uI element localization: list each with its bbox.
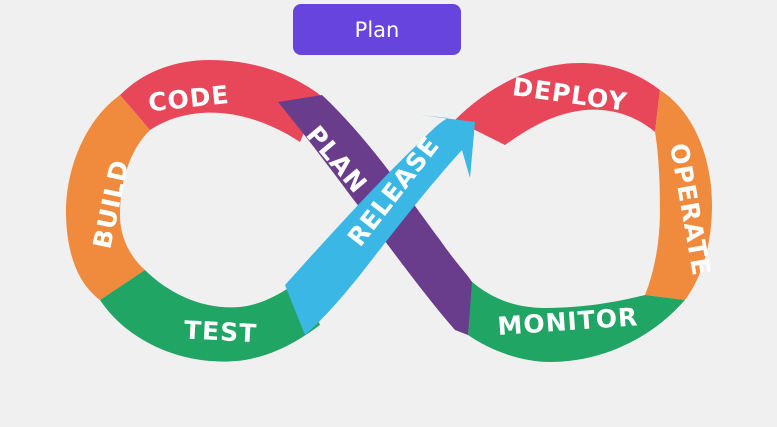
release-segment bbox=[285, 115, 475, 335]
build-segment bbox=[65, 95, 150, 300]
plan-title-button[interactable]: Plan bbox=[293, 4, 461, 55]
operate-segment bbox=[645, 90, 712, 300]
monitor-segment bbox=[468, 280, 685, 362]
deploy-segment bbox=[455, 63, 660, 145]
test-segment bbox=[100, 270, 320, 362]
code-segment bbox=[120, 60, 320, 142]
stage-label-test: TEST bbox=[183, 315, 258, 348]
